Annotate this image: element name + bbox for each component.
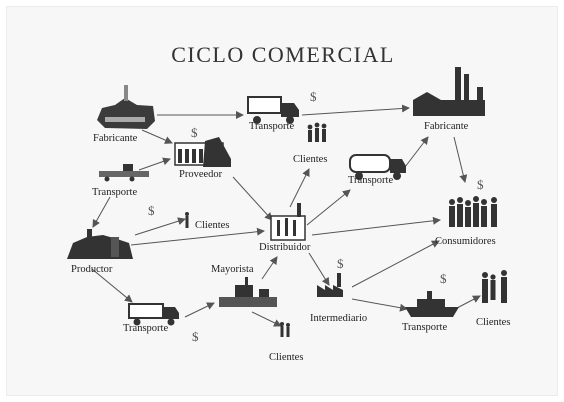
arrow-intermediario-to-consumidores — [351, 240, 440, 288]
currency-symbol-2: $ — [191, 125, 198, 140]
arrow-productor-to-distribuidor — [130, 227, 265, 246]
arrow-distribuidor-to-clientes — [289, 168, 310, 208]
label-transporte-left: Transporte — [92, 187, 138, 198]
label-clientes-bottom-right: Clientes — [476, 317, 511, 328]
label-distribuidor: Distribuidor — [259, 242, 311, 253]
arrow-transporte-to-mayorista — [184, 302, 215, 318]
label-fabricante-right: Fabricante — [424, 121, 469, 132]
label-clientes-left: Clientes — [195, 220, 230, 231]
arrow-transporte-to-productor — [92, 196, 111, 228]
label-mayorista: Mayorista — [211, 264, 254, 275]
truck-bottom-left-icon — [128, 303, 179, 326]
slide: CICLO COMERCIAL Fabricante Transporte Fa… — [6, 6, 558, 396]
currency-symbol-4: $ — [477, 177, 484, 192]
ship-icon — [405, 291, 459, 317]
label-productor: Productor — [71, 264, 113, 275]
flow-arrows — [91, 104, 481, 327]
mayorista-icon — [219, 277, 277, 307]
arrow-transporte-to-clientes — [456, 295, 481, 309]
productor-icon — [67, 229, 133, 259]
arrow-mayorista-to-clientes — [251, 311, 282, 327]
currency-symbol-1: $ — [310, 89, 317, 104]
people-bottom-icon — [280, 322, 290, 337]
truck-mid-icon — [349, 154, 406, 180]
arrow-intermediario-to-transporte — [351, 298, 408, 312]
diagram-title: CICLO COMERCIAL — [171, 42, 395, 67]
arrow-distribuidor-to-transporte — [306, 189, 351, 226]
commercial-cycle-diagram — [67, 67, 507, 337]
people-top-icon — [307, 122, 327, 142]
arrow-fabricante-to-proveedor — [141, 129, 173, 144]
currency-symbol-7: $ — [192, 329, 199, 344]
intermediario-icon — [317, 273, 343, 297]
currency-symbol-6: $ — [440, 271, 447, 286]
arrow-transporte-to-proveedor — [138, 157, 171, 171]
proveedor-icon — [174, 137, 231, 167]
arrow-distribuidor-to-consumidores — [311, 216, 441, 236]
truck-top-icon — [247, 96, 299, 124]
people-left-icon — [185, 212, 189, 228]
arrow-distribuidor-to-intermediario — [308, 252, 330, 286]
arrow-transporte-to-fabricante-right — [404, 136, 429, 168]
label-clientes-top: Clientes — [293, 154, 328, 165]
label-fabricante-left: Fabricante — [93, 133, 138, 144]
fabricante-right-icon — [413, 67, 485, 116]
consumidores-icon — [449, 196, 497, 227]
arrow-mayorista-to-distribuidor — [261, 256, 278, 280]
currency-symbol-5: $ — [337, 256, 344, 271]
label-transporte-mid: Transporte — [348, 175, 394, 186]
label-transporte-top: Transporte — [249, 121, 295, 132]
arrow-proveedor-to-distribuidor — [232, 176, 273, 221]
currency-symbol-3: $ — [148, 203, 155, 218]
fabricante-left-icon — [97, 85, 155, 129]
distribuidor-icon — [270, 203, 306, 241]
label-consumidores: Consumidores — [435, 236, 496, 247]
arrow-fabricante-to-consumidores — [453, 136, 468, 183]
people-bottom-right-icon — [482, 270, 507, 303]
label-transporte-bottom-right: Transporte — [402, 322, 448, 333]
transport-left-icon — [99, 164, 149, 182]
label-transporte-bottom-left: Transporte — [123, 323, 169, 334]
arrow-transporte-to-fabricante — [301, 104, 410, 116]
label-intermediario: Intermediario — [310, 313, 368, 324]
label-clientes-bottom: Clientes — [269, 352, 304, 363]
label-proveedor: Proveedor — [179, 169, 223, 180]
arrow-productor-to-transporte — [91, 268, 133, 303]
arrow-productor-to-clientes — [134, 217, 186, 236]
